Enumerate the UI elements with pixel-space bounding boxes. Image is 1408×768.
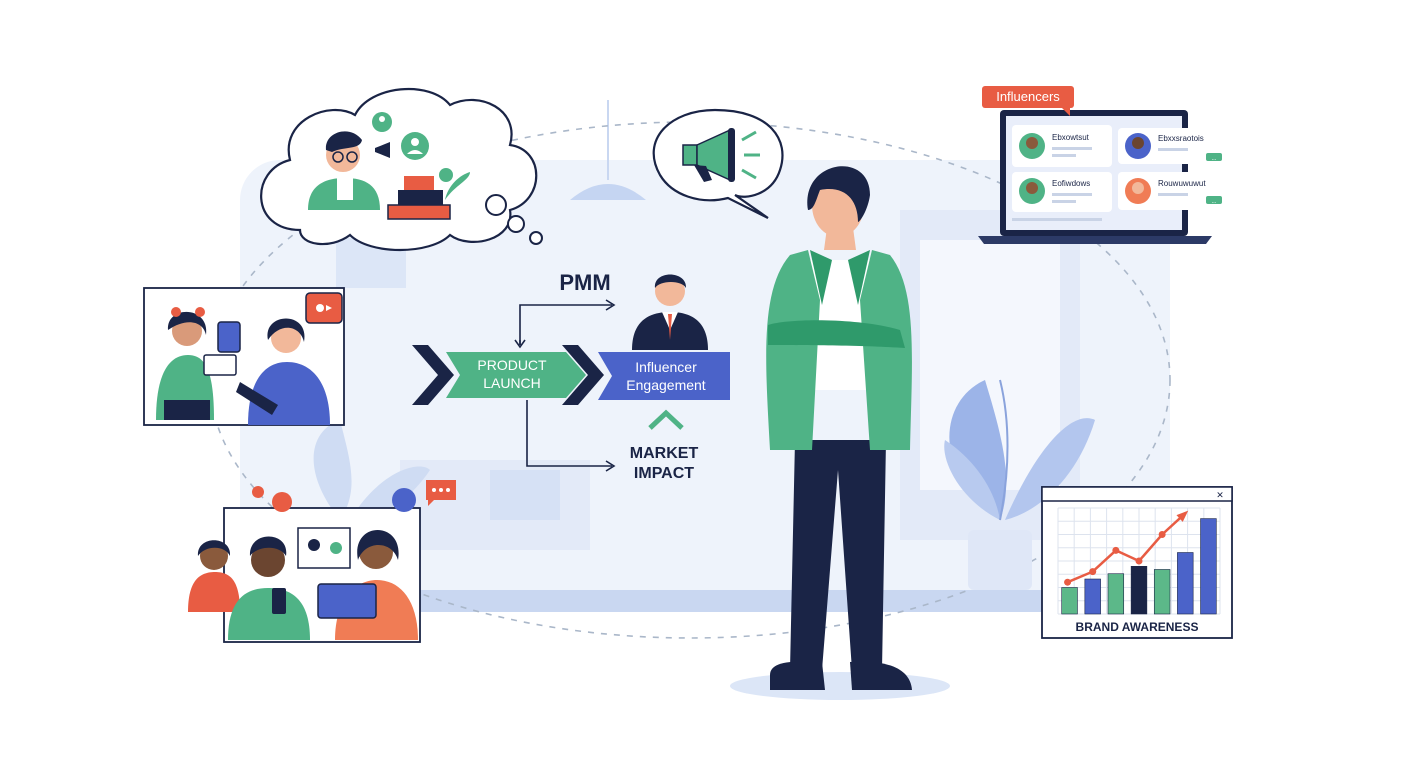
megaphone-icon <box>682 128 760 182</box>
video-call-icon <box>297 527 351 569</box>
trend-point <box>1158 531 1166 538</box>
group-of-people <box>188 530 418 640</box>
woman-with-tablet <box>156 307 241 420</box>
chart-bar <box>1084 578 1101 615</box>
market-impact-label-1: MARKET <box>630 445 699 462</box>
influencer-engagement-box <box>598 352 730 400</box>
chart-bar <box>1177 552 1194 615</box>
svg-text:...: ... <box>1211 199 1216 205</box>
books-stack-icon <box>387 168 470 220</box>
close-icon[interactable]: ✕ <box>1216 490 1224 500</box>
trend-points <box>1064 531 1166 586</box>
influencer-card-4[interactable]: Rouwuwuwut ... <box>1118 172 1226 210</box>
team-panel-top <box>143 287 345 426</box>
influencer-card-1[interactable]: Ebxowtsut <box>1012 125 1112 167</box>
influencers-tag-label: Influencers <box>996 89 1060 104</box>
product-launch-label-1: PRODUCT <box>477 357 547 373</box>
influencer-name: Rouwuwuwut <box>1158 179 1206 188</box>
chevron-right-icon <box>562 345 604 405</box>
influencer-engagement-label-2: Engagement <box>626 377 706 393</box>
market-impact-label-2: IMPACT <box>634 465 694 482</box>
flow-diagram: PRODUCT LAUNCH Influencer Engagement PMM… <box>412 270 730 482</box>
megaphone-bubble <box>652 108 784 219</box>
person-icon <box>372 112 392 132</box>
product-launch-arrow <box>446 352 586 398</box>
main-person <box>730 166 950 700</box>
chevron-up-icon <box>648 409 684 430</box>
megaphone-icon <box>375 142 390 158</box>
woman-with-laptop <box>236 318 330 425</box>
influencer-card-3[interactable]: Eofiwdows <box>1012 172 1112 212</box>
arrow-icon <box>526 400 612 467</box>
influencers-laptop: Influencers Ebxowtsut Ebxxsraotois ... E… <box>978 86 1226 244</box>
svg-text:...: ... <box>1211 156 1216 162</box>
chart-caption: BRAND AWARENESS <box>1076 620 1199 634</box>
notification-icon <box>272 492 292 512</box>
trend-point <box>1135 557 1143 565</box>
chart-bars <box>1061 518 1217 615</box>
thinking-person <box>308 131 380 210</box>
chat-bubble-icon <box>426 480 456 506</box>
status-badge <box>1206 153 1222 161</box>
plant-right-decor <box>944 379 1095 590</box>
trend-point <box>1089 568 1097 576</box>
team-panel-bottom <box>188 480 456 643</box>
influencers-tag <box>982 86 1074 108</box>
influencer-card-2[interactable]: Ebxxsraotois ... <box>1118 128 1226 164</box>
chart-bar <box>1061 587 1078 615</box>
brand-awareness-chart: ✕ BRAND AWARENESS <box>1041 486 1233 639</box>
chevron-right-icon <box>412 345 454 405</box>
influencer-name: Ebxowtsut <box>1052 133 1090 142</box>
arrow-icon <box>519 304 612 345</box>
pmm-label: PMM <box>559 270 610 295</box>
plant-left-decor <box>313 420 430 520</box>
influencer-name: Eofiwdows <box>1052 179 1090 188</box>
trend-point <box>1112 546 1120 554</box>
trend-line <box>1067 512 1187 584</box>
trend-point <box>1064 578 1072 586</box>
influencer-engagement-label-1: Influencer <box>635 359 697 375</box>
thought-bubble <box>260 87 543 251</box>
trend-arrow-icon <box>1176 510 1189 522</box>
chat-bubble-icon <box>392 488 416 512</box>
chart-bar <box>1130 565 1148 615</box>
chart-bar <box>1153 569 1171 615</box>
influencer-name: Ebxxsraotois <box>1158 134 1204 143</box>
person-icon <box>401 132 429 160</box>
chart-bar <box>1107 573 1125 615</box>
chart-bar <box>1200 518 1217 615</box>
status-badge <box>1206 196 1222 204</box>
pmm-person <box>632 274 708 350</box>
product-launch-label-2: LAUNCH <box>483 375 541 391</box>
